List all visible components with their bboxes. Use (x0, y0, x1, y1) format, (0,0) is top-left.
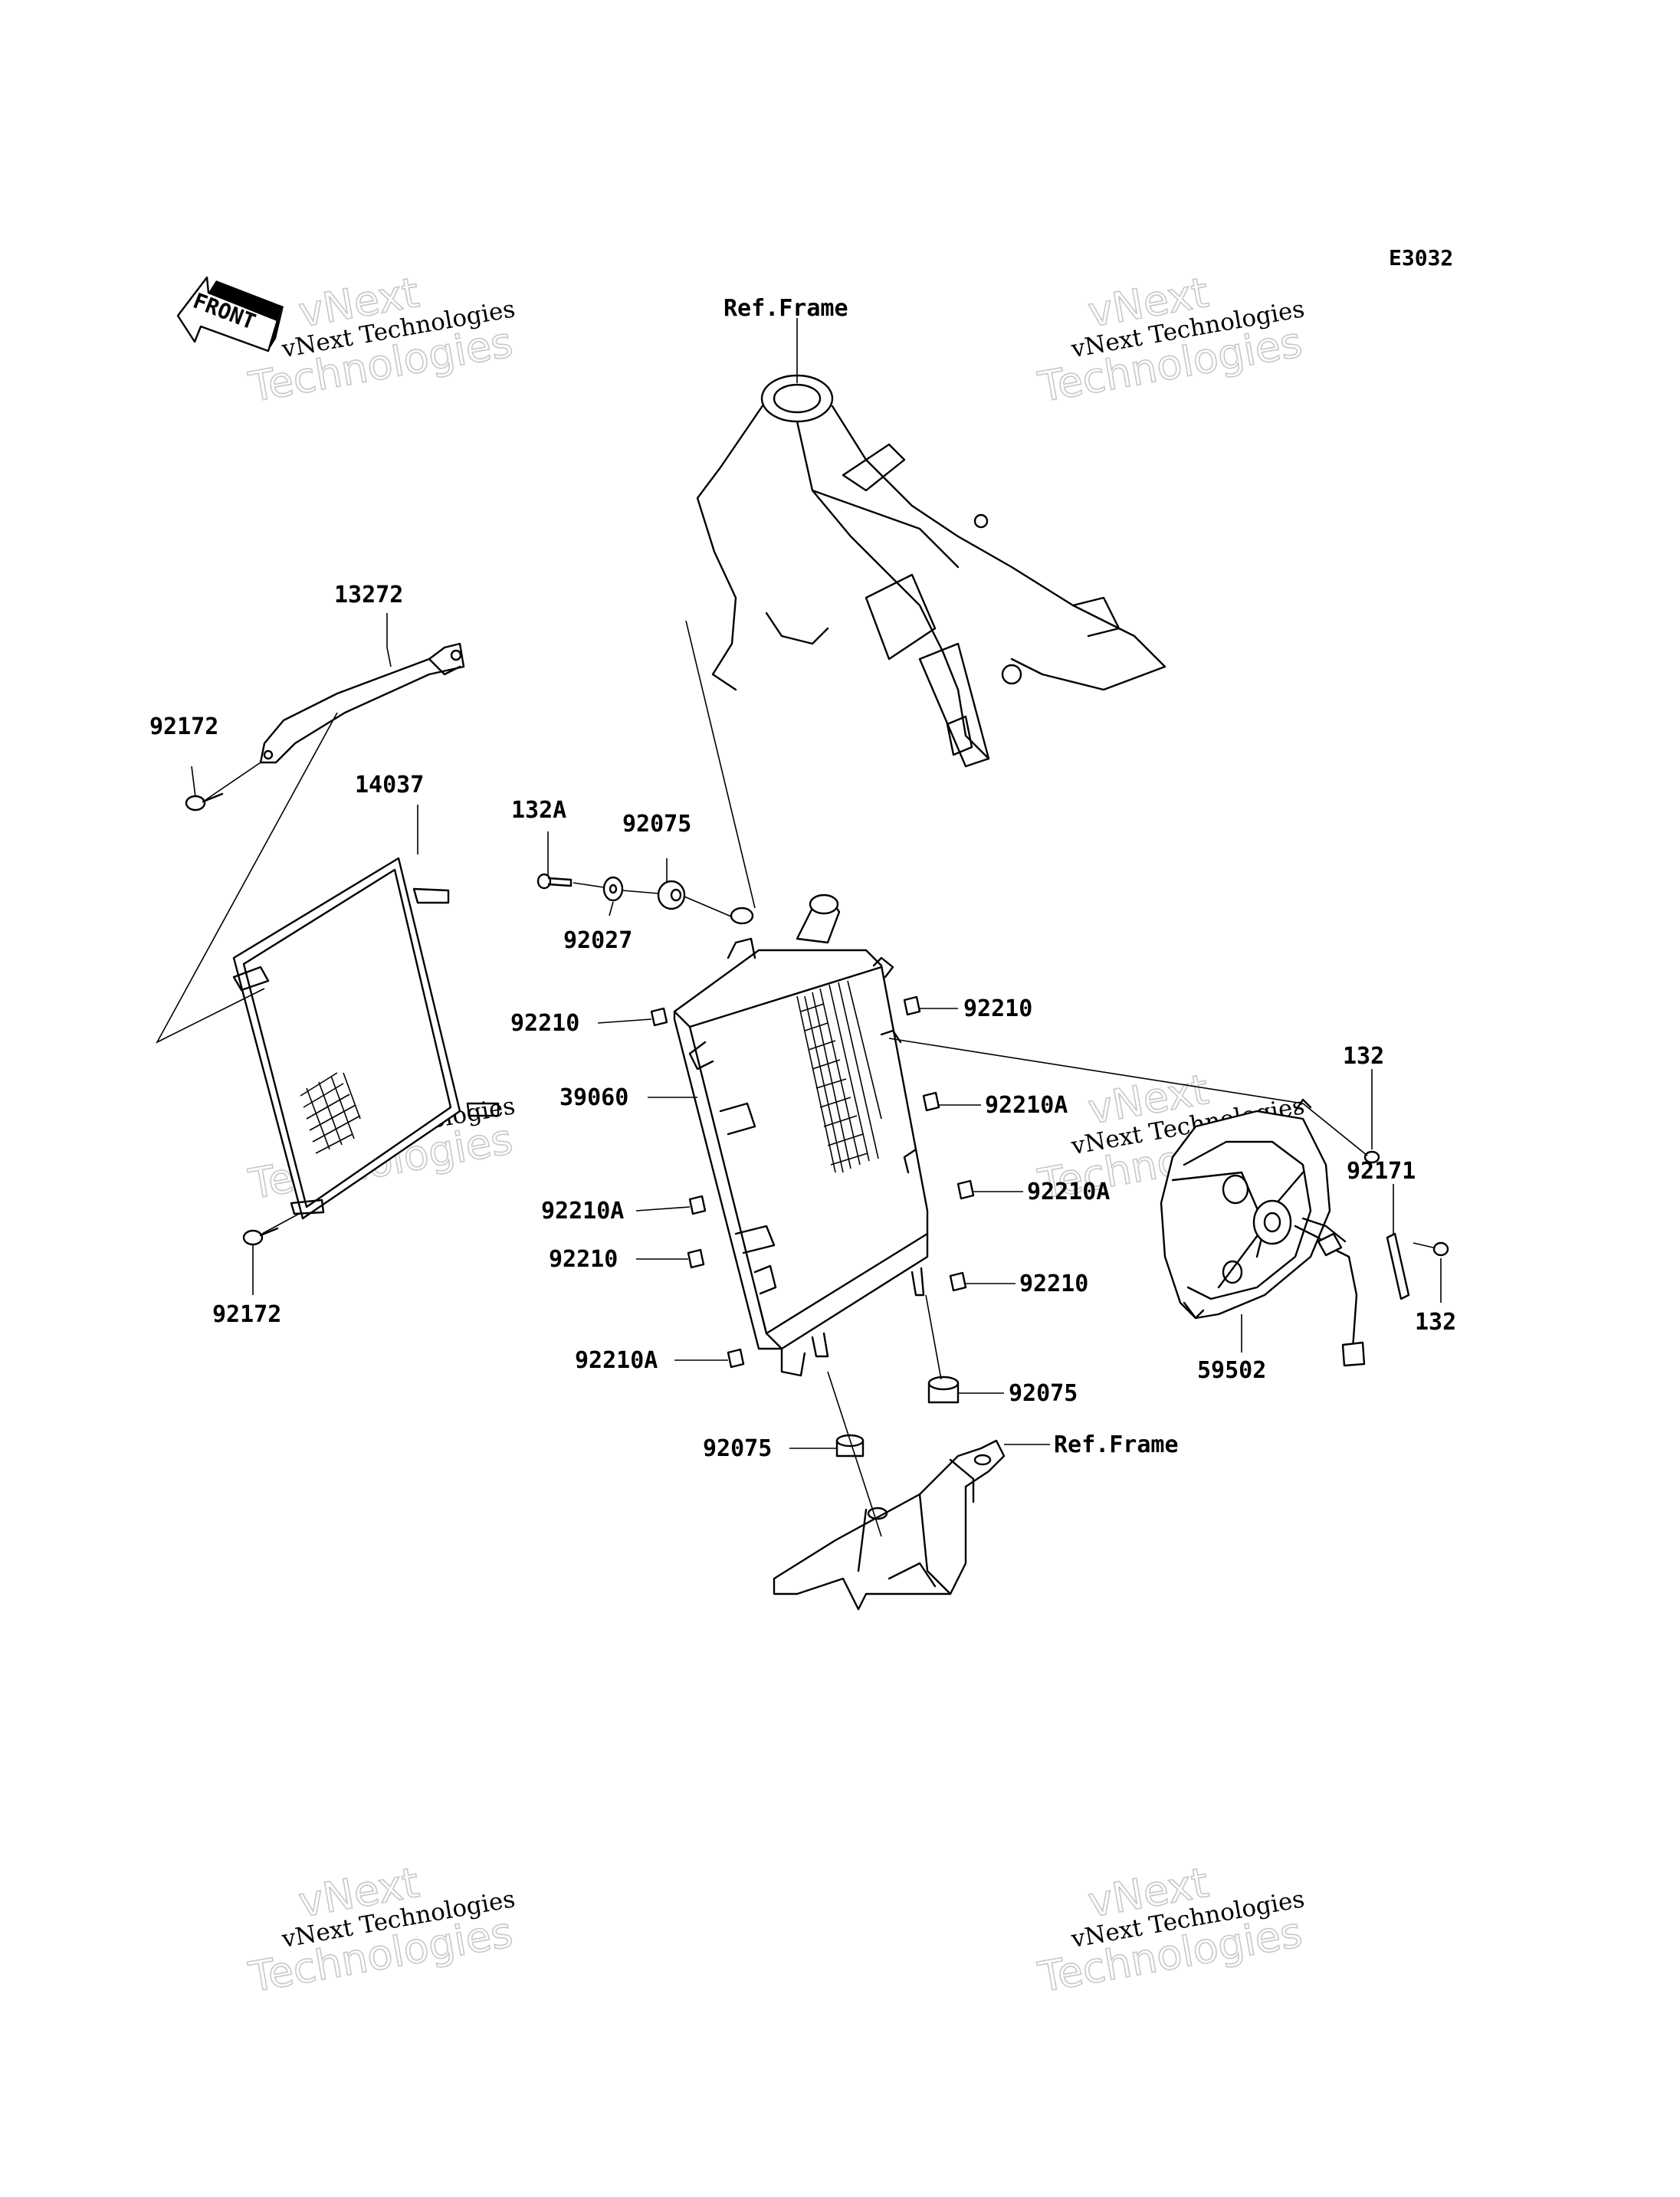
clip-92210-right-top (903, 995, 921, 1016)
callout-132A: 132A (511, 797, 566, 824)
bolt-92172-top (185, 792, 224, 812)
diagram-code: E3032 (1389, 245, 1453, 271)
callout-39060: 39060 (559, 1084, 628, 1111)
callout-92210-left-top: 92210 (510, 1010, 579, 1037)
watermark-bottom-right: vNext vNext Technologies Technologies (1034, 1858, 1307, 2002)
callout-labels: Ref.Frame 13272 92172 14037 92172 132A 9… (149, 295, 1456, 1462)
callout-14037: 14037 (355, 772, 424, 798)
bolt-132-bottom (1432, 1241, 1449, 1257)
bolt-92172-bottom (242, 1227, 279, 1246)
callout-13272: 13272 (334, 582, 403, 608)
radiator-fins (796, 980, 882, 1173)
watermark-top-right: vNext vNext Technologies Technologies (1034, 267, 1307, 412)
front-arrow-icon: FRONT (176, 276, 284, 353)
callout-92210-right-bottom: 92210 (1019, 1271, 1088, 1297)
callout-92075-right: 92075 (1009, 1380, 1078, 1407)
callout-92210A-left-bottom: 92210A (575, 1347, 658, 1374)
clip-92210-left-low (687, 1248, 705, 1269)
callout-92171: 92171 (1347, 1158, 1416, 1185)
radiator-screen-14037 (232, 857, 500, 1220)
fan-59502 (1160, 1098, 1366, 1367)
bolt-132A (536, 873, 573, 890)
grommet-92075-left (835, 1434, 865, 1458)
callout-132-top: 132 (1343, 1043, 1384, 1070)
clip-92210A-left-mid (688, 1195, 707, 1215)
callout-ref-frame-top: Ref.Frame (724, 295, 848, 322)
frame-lower-bracket (773, 1439, 1006, 1611)
grommet-92075-right (927, 1376, 960, 1404)
radiator-39060 (673, 894, 929, 1377)
clip-92210-right-bottom (949, 1271, 967, 1292)
callout-59502: 59502 (1197, 1357, 1266, 1384)
leader-lines (191, 318, 1442, 1449)
callout-92172-top: 92172 (149, 713, 218, 740)
clip-92210A-left-bottom (727, 1348, 745, 1369)
grommet-92075-top (657, 880, 686, 910)
callout-92210A-left-mid: 92210A (541, 1198, 624, 1225)
washer-92027 (602, 876, 624, 902)
callout-92172-bottom: 92172 (212, 1301, 281, 1328)
clip-92210A-right-mid (922, 1091, 940, 1112)
callout-92027: 92027 (563, 927, 632, 954)
callout-92210-left-low: 92210 (549, 1246, 618, 1273)
screen-mesh (300, 1072, 361, 1154)
callout-132-bottom: 132 (1415, 1309, 1456, 1336)
clip-92210A-right-low (956, 1179, 975, 1200)
clip-92210-left-top (650, 1007, 668, 1027)
clamp-92171 (1386, 1232, 1410, 1300)
bracket-13272 (259, 642, 465, 764)
callout-ref-frame-bottom: Ref.Frame (1054, 1431, 1179, 1458)
callout-92075-left: 92075 (703, 1435, 772, 1462)
callout-92210A-right-low: 92210A (1027, 1179, 1110, 1205)
watermark-bottom-left: vNext vNext Technologies Technologies (244, 1858, 517, 2002)
callout-92210A-right-mid: 92210A (985, 1092, 1068, 1119)
callout-92075-top: 92075 (622, 811, 691, 838)
callout-92210-right-top: 92210 (963, 995, 1032, 1022)
frame-upper-drawing (696, 374, 1166, 768)
bolt-132-top (1363, 1150, 1380, 1164)
